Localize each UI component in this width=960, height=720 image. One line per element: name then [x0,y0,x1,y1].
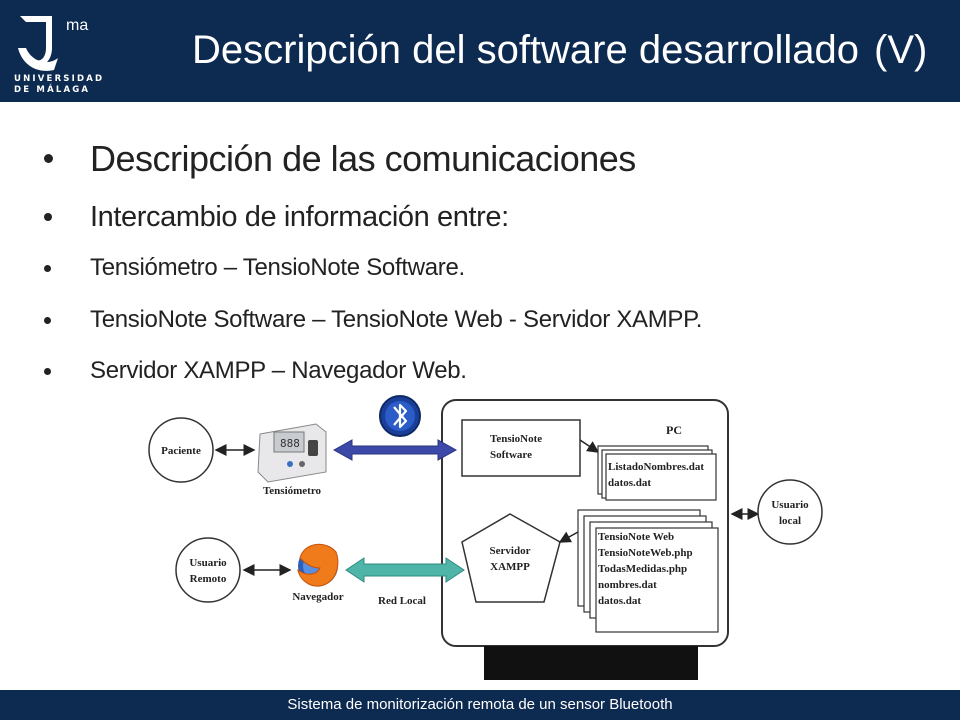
slide-title-number: (V) [874,28,928,72]
bluetooth-link [332,439,458,461]
bullet-dot [44,317,51,324]
svg-text:TensioNote: TensioNote [490,433,542,445]
footer-text: Sistema de monitorización remota de un s… [287,696,673,713]
file-item: datos.dat [598,595,641,607]
file-item: ListadoNombres.dat [608,461,704,473]
svg-text:Usuario: Usuario [189,557,227,569]
software-files-stack: ListadoNombres.dat datos.dat [597,445,717,501]
navegador-label: Navegador [292,591,343,603]
communication-diagram: PC Paciente 888 Tensiómetro TensioNote S… [148,395,823,680]
slide-header: ma UNIVERSIDAD DE MÁLAGA Descripción del… [0,0,960,102]
tensiometro-label: Tensiómetro [263,485,322,497]
server-files-stack: TensioNote Web TensioNoteWeb.php TodasMe… [577,509,719,633]
bullet-item: Descripción de las comunicaciones [90,138,636,179]
slide-footer: Sistema de monitorización remota de un s… [0,690,960,720]
svg-text:Remoto: Remoto [190,573,227,585]
tensionote-software-box: TensioNote Software [461,419,581,477]
pc-label: PC [666,423,682,437]
red-local-label: Red Local [378,595,426,607]
usuario-remoto-node: Usuario Remoto [175,537,241,603]
bullet-item: TensioNote Software – TensioNote Web - S… [90,306,703,333]
bullet-dot [44,213,52,221]
file-item: datos.dat [608,477,651,489]
file-item: nombres.dat [598,579,657,591]
svg-text:Paciente: Paciente [161,445,201,457]
firefox-icon: Navegador [292,543,344,603]
file-item: TodasMedidas.php [598,563,687,575]
bullet-dot [44,154,53,163]
bullet-item: Intercambio de información entre: [90,201,509,233]
svg-text:Software: Software [490,449,532,461]
bluetooth-icon [379,395,421,437]
svg-text:local: local [779,515,801,527]
svg-text:Usuario: Usuario [771,499,809,511]
bullet-item: Servidor XAMPP – Navegador Web. [90,357,467,384]
file-item: TensioNoteWeb.php [598,547,693,559]
university-name: UNIVERSIDAD DE MÁLAGA [14,74,105,95]
bullet-item: Tensiómetro – TensioNote Software. [90,254,465,281]
svg-text:XAMPP: XAMPP [490,561,530,573]
usuario-local-node: Usuario local [757,479,823,545]
file-item: TensioNote Web [598,531,674,543]
bullet-dot [44,368,51,375]
svg-text:888: 888 [280,437,300,450]
logo-mark: ma [66,17,88,34]
slide-title: Descripción del software desarrollado [192,28,859,72]
bullet-dot [44,265,51,272]
red-local-link: Red Local [345,557,465,607]
servidor-xampp-node: Servidor XAMPP [461,513,561,603]
tensiometro-device: 888 Tensiómetro [257,423,327,497]
svg-text:Servidor: Servidor [490,545,531,557]
university-logo: ma [18,16,88,71]
paciente-node: Paciente [148,417,214,483]
